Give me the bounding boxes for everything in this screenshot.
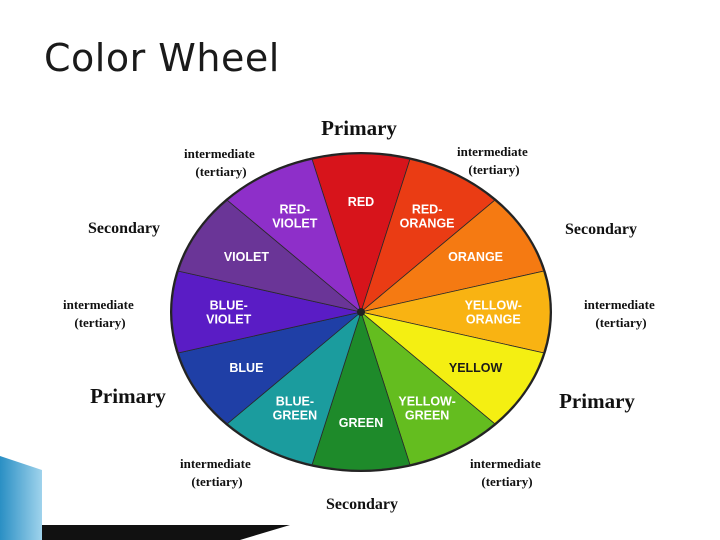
primary-label-top: Primary [321,116,397,140]
tertiary-label-top-left: intermediate (tertiary) [184,146,258,179]
secondary-label-left: Secondary [88,220,160,237]
segment-label-orange: ORANGE [448,250,503,264]
segment-label-blue: BLUE [229,361,263,375]
tertiary-label-top-right: intermediate (tertiary) [457,144,531,177]
secondary-label-right: Secondary [565,221,637,238]
segment-label-line: RED- [412,203,443,217]
segment-label-line: GREEN [273,408,317,422]
slide-bottom-bar [42,525,290,540]
primary-label-right: Primary [559,389,635,413]
wheel: REDRED-ORANGEORANGEYELLOW-ORANGEYELLOWYE… [170,152,552,472]
segment-label-line: ORANGE [400,217,455,231]
wheel-center-hub [357,308,365,316]
tertiary-label-bottom-left: intermediate (tertiary) [180,456,254,489]
segment-label-line: ORANGE [448,250,503,264]
segment-label-blue-green: BLUE-GREEN [273,394,317,422]
primary-label-left: Primary [90,384,166,408]
slide-corner-accent [0,456,42,540]
segment-label-line: RED- [280,203,311,217]
segment-label-line: BLUE [229,361,263,375]
tertiary-label-bottom-right: intermediate (tertiary) [470,456,544,489]
segment-label-line: YELLOW- [465,299,522,313]
tertiary-label-right: intermediate (tertiary) [584,297,658,330]
segment-label-line: GREEN [405,408,449,422]
segment-label-line: VIOLET [224,250,270,264]
segment-label-line: VIOLET [206,313,252,327]
segment-label-yellow: YELLOW [449,361,503,375]
segment-label-line: BLUE- [276,394,314,408]
segment-label-line: RED [348,195,374,209]
segment-label-yellow-green: YELLOW-GREEN [398,394,455,422]
secondary-label-bottom: Secondary [326,496,398,513]
segment-label-violet: VIOLET [224,250,270,264]
segment-label-yellow-orange: YELLOW-ORANGE [465,299,522,327]
segment-label-line: VIOLET [272,217,318,231]
tertiary-label-left: intermediate (tertiary) [63,297,137,330]
segment-label-line: YELLOW [449,361,503,375]
segment-label-blue-violet: BLUE-VIOLET [206,299,252,327]
segment-label-line: YELLOW- [398,394,455,408]
segment-label-line: BLUE- [210,299,248,313]
segment-label-line: ORANGE [466,313,521,327]
segment-label-red: RED [348,195,374,209]
segment-label-green: GREEN [339,416,383,430]
segment-label-line: GREEN [339,416,383,430]
